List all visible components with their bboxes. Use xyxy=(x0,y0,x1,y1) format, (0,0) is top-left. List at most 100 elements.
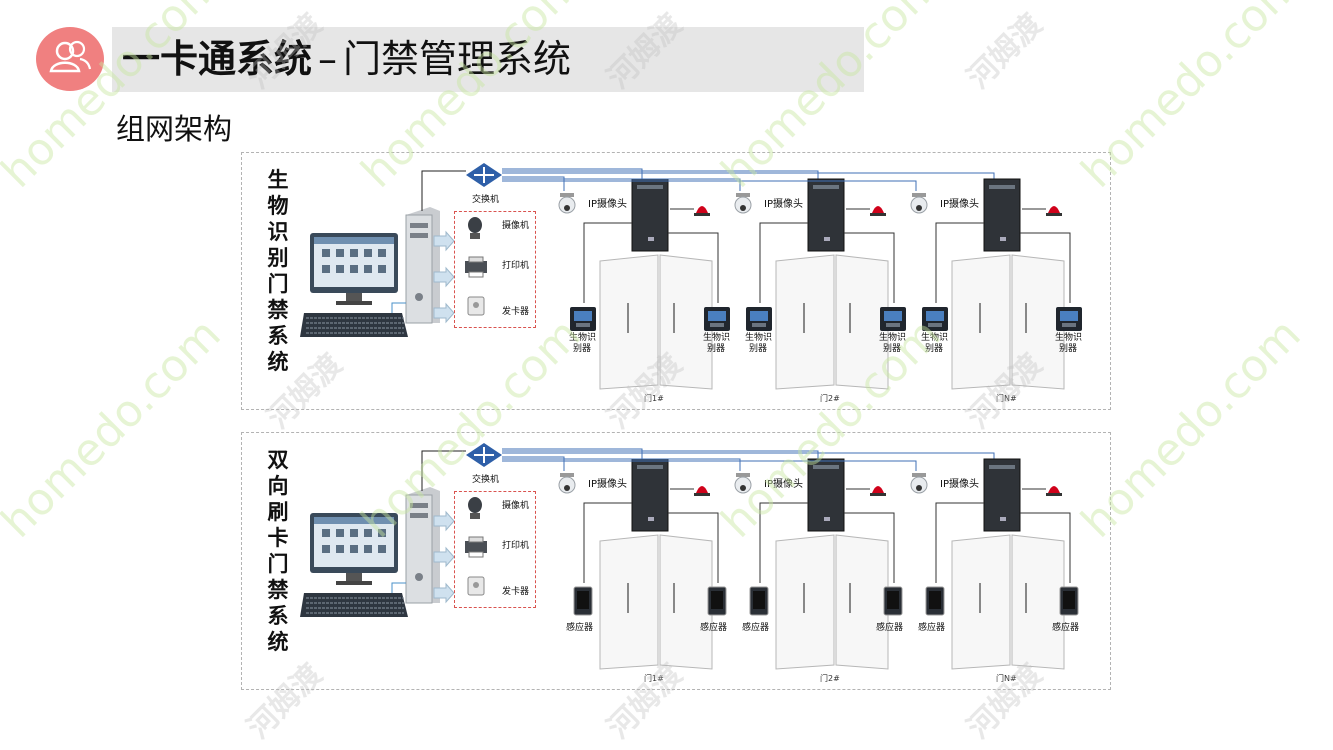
biometric-reader-label: 别器 xyxy=(925,344,944,354)
access-controller-icon xyxy=(631,178,669,252)
biometric-reader-icon xyxy=(704,307,730,331)
section-subtitle: 组网架构 xyxy=(116,112,233,146)
switch-icon xyxy=(466,163,502,187)
door-pair-icon xyxy=(599,254,713,390)
network-line xyxy=(502,170,819,179)
printer-icon xyxy=(465,256,487,278)
ip-camera-icon xyxy=(910,193,928,214)
users-icon xyxy=(36,27,104,91)
panel-label: 生物识别门禁系统 xyxy=(267,168,289,374)
title-sub: 门禁管理系统 xyxy=(343,37,572,81)
card-sensor-icon xyxy=(573,586,593,616)
card-sensor-label: 感应器 xyxy=(742,623,770,633)
camera-icon xyxy=(468,217,482,239)
card-issuer-icon xyxy=(467,576,485,596)
keyboard-icon xyxy=(300,313,408,337)
network-line xyxy=(502,176,565,191)
network-line xyxy=(502,448,643,459)
door-label: 门2# xyxy=(820,674,840,683)
biometric-reader-label: 生物识 xyxy=(879,333,907,343)
biometric-reader-label: 生物识 xyxy=(1055,333,1083,343)
access-controller-icon xyxy=(983,178,1021,252)
card-sensor-icon xyxy=(707,586,727,616)
card-sensor-icon xyxy=(883,586,903,616)
card-sensor-label: 感应器 xyxy=(918,623,946,633)
network-line xyxy=(502,180,917,191)
ip-camera-label: IP摄像头 xyxy=(588,199,627,210)
wire xyxy=(759,502,808,583)
network-diagram xyxy=(300,163,1082,390)
alarm-light-icon xyxy=(1046,486,1062,496)
biometric-reader-label: 生物识 xyxy=(921,333,949,343)
network-line xyxy=(502,172,995,179)
printer-icon xyxy=(465,536,487,558)
wire xyxy=(844,232,895,303)
camera-icon xyxy=(468,497,482,519)
alarm-light-icon xyxy=(694,486,710,496)
ip-camera-icon xyxy=(910,473,928,494)
monitor-icon xyxy=(310,513,398,585)
card-sensor-icon xyxy=(925,586,945,616)
ip-camera-icon xyxy=(558,473,576,494)
ip-camera-label: IP摄像头 xyxy=(588,479,627,490)
card-issuer-icon xyxy=(467,296,485,316)
door-label: 门N# xyxy=(996,674,1017,683)
card-sensor-label: 感应器 xyxy=(700,623,728,633)
arrow-icon xyxy=(433,302,455,324)
watermark-text: homedo.com xyxy=(0,309,231,548)
title-bar xyxy=(112,27,864,92)
door-pair-icon xyxy=(599,534,713,670)
network-line xyxy=(502,456,565,471)
biometric-reader-label: 生物识 xyxy=(569,333,597,343)
wire xyxy=(421,170,466,211)
card-sensor-label: 感应器 xyxy=(876,623,904,633)
alarm-light-icon xyxy=(870,206,886,216)
biometric-reader-label: 别器 xyxy=(883,344,902,354)
card-issuer-label: 发卡器 xyxy=(502,307,530,317)
wire xyxy=(1020,232,1071,303)
door-pair-icon xyxy=(951,254,1065,390)
access-controller-icon xyxy=(983,458,1021,532)
biometric-reader-label: 别器 xyxy=(1059,344,1078,354)
wire xyxy=(583,222,632,303)
ip-camera-label: IP摄像头 xyxy=(764,199,803,210)
network-line xyxy=(502,450,819,459)
biometric-reader-icon xyxy=(746,307,772,331)
switch-label: 交换机 xyxy=(472,475,500,485)
wire xyxy=(391,302,406,313)
arrow-icon xyxy=(433,510,455,532)
door-label: 门N# xyxy=(996,394,1017,403)
monitor-icon xyxy=(310,233,398,305)
card-sensor-icon xyxy=(1059,586,1079,616)
camera-label: 摄像机 xyxy=(502,221,530,231)
door-label: 门2# xyxy=(820,394,840,403)
door-label: 门1# xyxy=(644,674,664,683)
ip-camera-label: IP摄像头 xyxy=(764,479,803,490)
arrow-icon xyxy=(433,230,455,252)
camera-label: 摄像机 xyxy=(502,501,530,511)
wire xyxy=(935,222,984,303)
arrow-icon xyxy=(433,546,455,568)
title-separator: – xyxy=(318,37,338,81)
pc-tower-icon xyxy=(405,207,440,324)
network-line xyxy=(502,178,741,191)
wire xyxy=(421,450,466,491)
access-controller-icon xyxy=(807,178,845,252)
network-line xyxy=(502,458,741,471)
card-sensor-icon xyxy=(749,586,769,616)
watermark-text: 河姆渡 xyxy=(961,7,1050,96)
card-sensor-label: 感应器 xyxy=(1052,623,1080,633)
wire xyxy=(759,222,808,303)
ip-camera-icon xyxy=(734,473,752,494)
biometric-reader-icon xyxy=(1056,307,1082,331)
wire xyxy=(668,512,719,583)
arrow-icon xyxy=(433,266,455,288)
ip-camera-label: IP摄像头 xyxy=(940,479,979,490)
page-title: 一卡通系统–门禁管理系统 xyxy=(122,34,571,84)
door-label: 门1# xyxy=(644,394,664,403)
network-line xyxy=(502,460,917,471)
peripheral-group xyxy=(454,491,536,608)
access-controller-icon xyxy=(807,458,845,532)
